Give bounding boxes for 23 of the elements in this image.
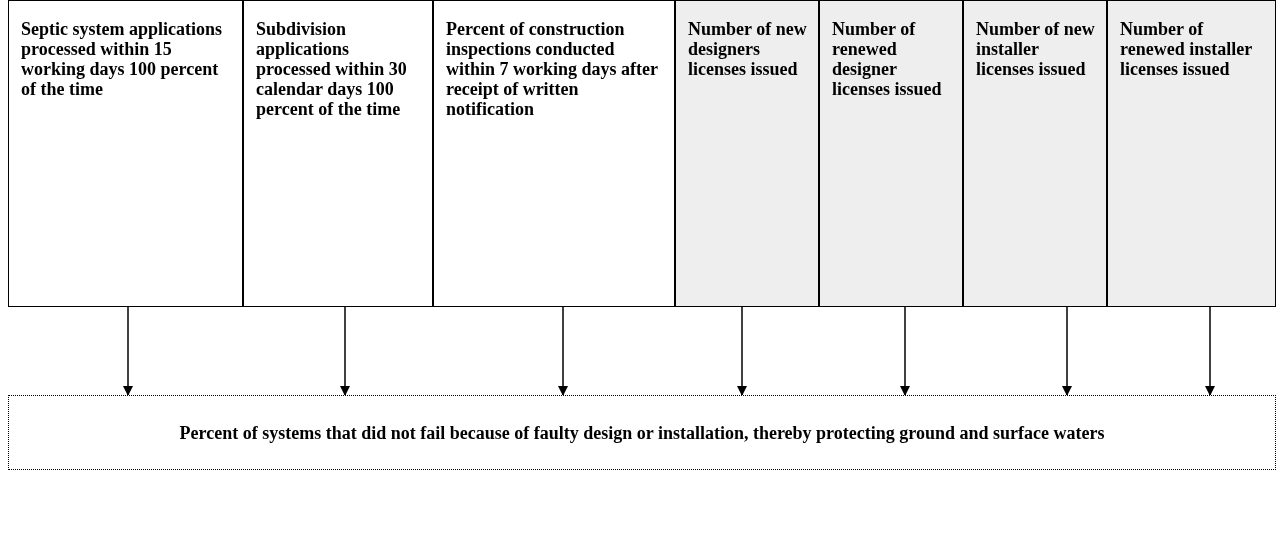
box-text: Percent of construction inspections conducted within 7 working days after receipt of written notification [446, 19, 659, 119]
arrow [1205, 306, 1215, 396]
arrow [900, 306, 910, 396]
arrow [123, 306, 133, 396]
arrow [558, 306, 568, 396]
measure-box [243, 0, 433, 307]
measure-box [1107, 0, 1276, 307]
arrow [1062, 306, 1072, 396]
arrow [340, 306, 350, 396]
outcome-box [8, 395, 1276, 470]
box-text: Number of renewed designer licenses issued [832, 19, 943, 99]
measure-box [819, 0, 963, 307]
box-text: Subdivision applications processed within 30 calendar days 100 percent of the time [256, 19, 408, 119]
measure-box [8, 0, 243, 307]
box-text: Number of new installer licenses issued [976, 19, 1096, 79]
measure-box [963, 0, 1107, 307]
measure-box [433, 0, 675, 307]
box-text: Septic system applications processed within 15 working days 100 percent of the time [21, 19, 223, 99]
box-text: Percent of systems that did not fail because of faulty design or installation, thereby protecting ground and surface waters [179, 422, 1105, 443]
box-text: Number of renewed installer licenses issued [1120, 19, 1253, 79]
box-text: Number of new designers licenses issued [688, 19, 808, 79]
measure-box [675, 0, 819, 307]
arrow [737, 306, 747, 396]
